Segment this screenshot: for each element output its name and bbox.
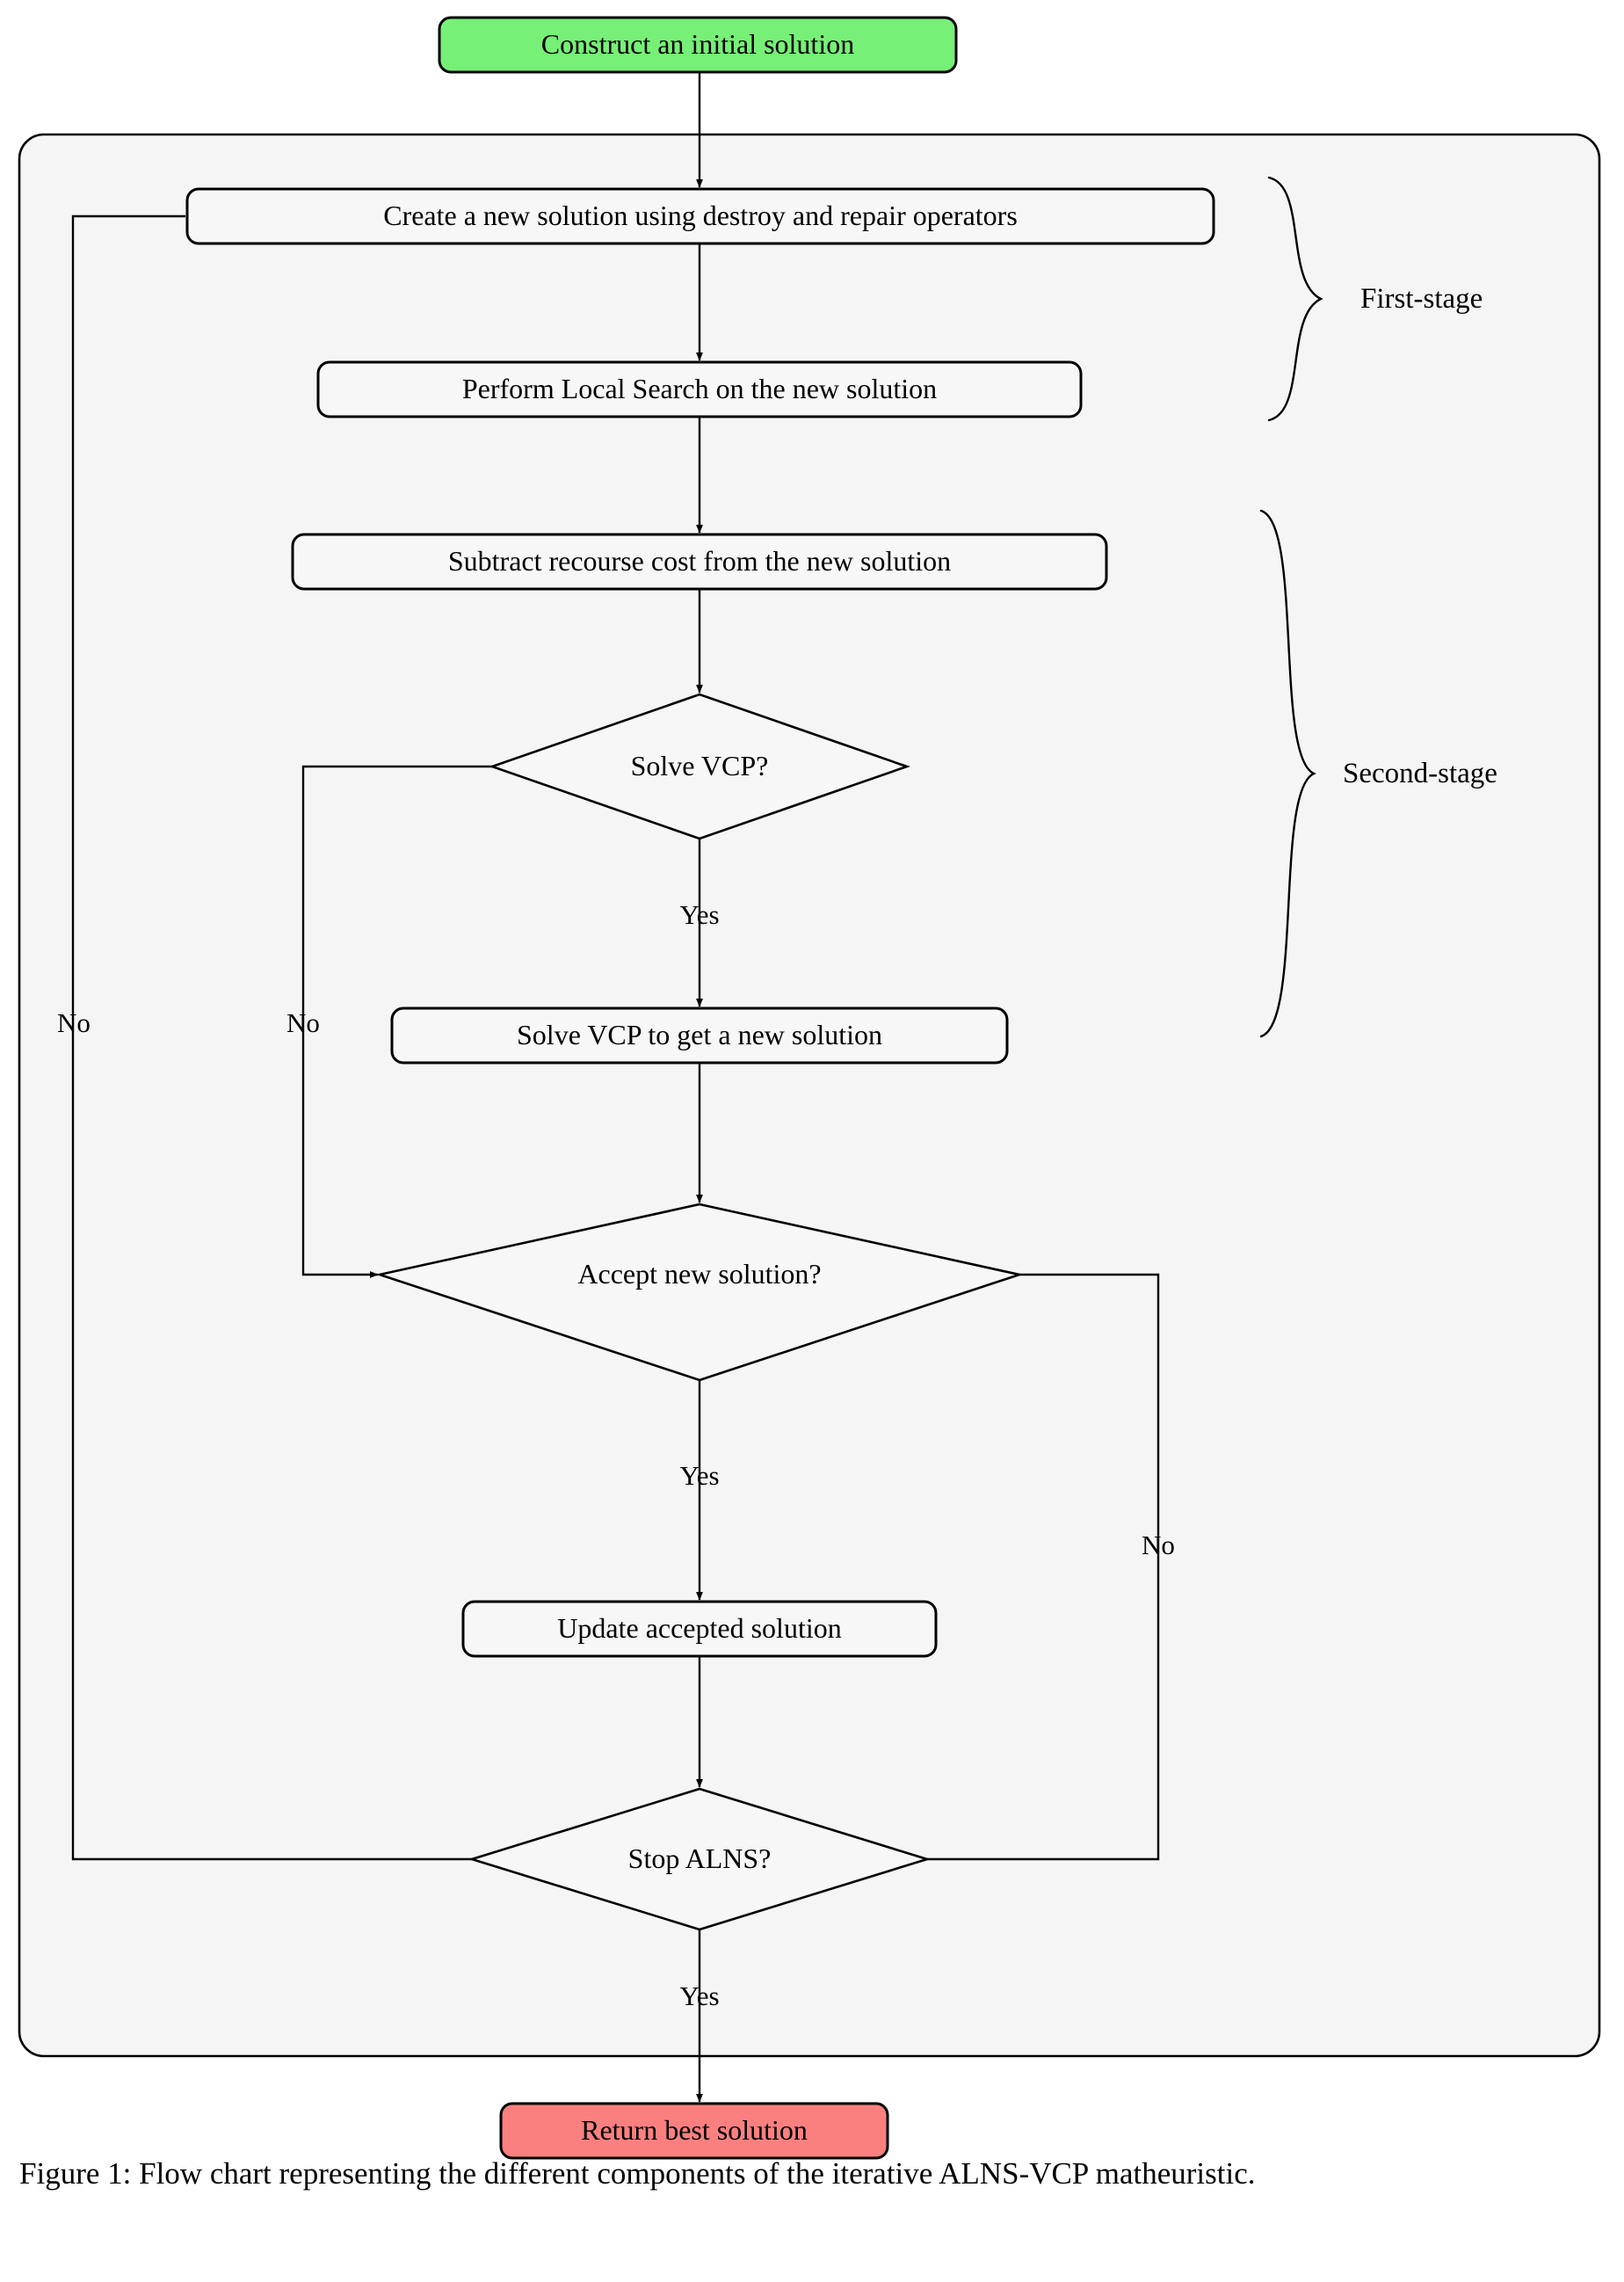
algorithm-panel: [18, 133, 1601, 2058]
edge-stopalns-no-to-create: [71, 214, 472, 1861]
edge-label-accept-no: No: [1142, 1530, 1175, 1560]
node-start-shape: [438, 16, 958, 74]
node-solvevcpbox-shape: [390, 1007, 1009, 1065]
edge-label-stopalns-yes: Yes: [679, 1980, 720, 2011]
brace-first-stage: [1267, 176, 1323, 422]
node-end-shape: [499, 2102, 889, 2160]
node-create-shape: [185, 187, 1215, 245]
figure-caption: Figure 1: Flow chart representing the di…: [19, 2156, 1256, 2191]
edge-solvevcp-no-to-accept: [301, 765, 492, 1278]
group-label-first-stage: First-stage: [1360, 283, 1483, 315]
edge-label-stopalns-no: No: [57, 1007, 91, 1038]
group-label-second-stage: Second-stage: [1343, 758, 1497, 789]
edge-label-solvevcp-no: No: [286, 1007, 320, 1038]
brace-second-stage: [1259, 509, 1316, 1038]
edge-accept-no-to-stopalns: [927, 1273, 1160, 1861]
node-update-shape: [461, 1600, 938, 1658]
edge-label-accept-yes: Yes: [679, 1460, 720, 1491]
edge-label-solvevcp-yes: Yes: [679, 899, 720, 930]
node-subtract-shape: [291, 533, 1108, 591]
node-localsearch-shape: [316, 360, 1083, 418]
